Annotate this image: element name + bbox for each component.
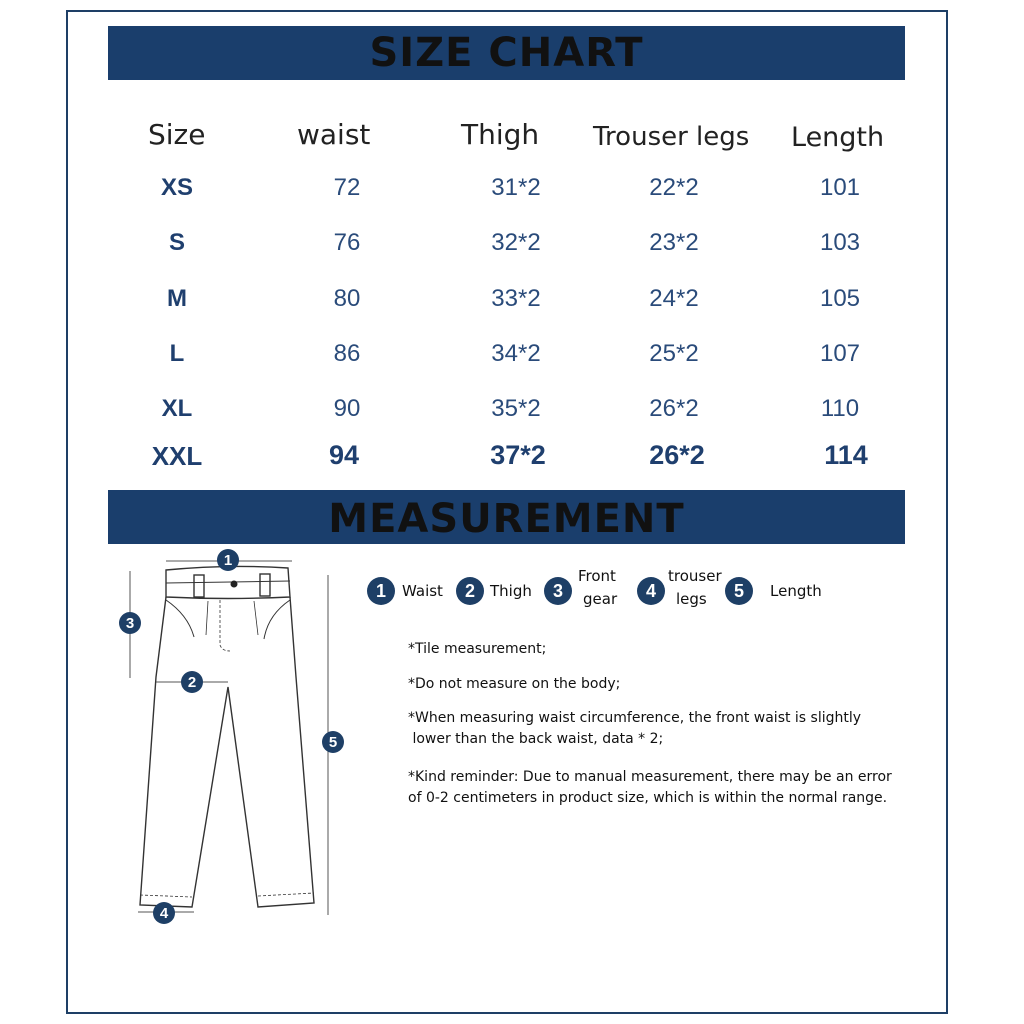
header-thigh: Thigh [461,118,540,151]
cell-thigh: 33*2 [491,285,541,312]
cell-thigh: 37*2 [490,440,546,470]
header-length: Length [791,122,885,153]
cell-length: 107 [819,340,861,367]
note-waist-measuring: *When measuring waist circumference, the… [408,710,862,747]
cell-legs: 26*2 [649,395,699,422]
legend-badge-4: 4 [637,577,665,605]
cell-size: XXL [151,441,203,471]
legend-label-trouser-legs-1: trouser [668,567,722,585]
cell-length: 110 [820,395,860,422]
outer-frame [66,10,948,1014]
cell-length: 101 [819,174,861,201]
header-size: Size [148,118,206,151]
belt-loop [259,573,271,597]
legend-label-thigh: Thigh [490,582,532,600]
cell-waist: 76 [333,229,361,256]
cell-size: XS [160,174,193,201]
cell-waist: 72 [333,174,361,201]
note-tile-measurement: *Tile measurement; [408,641,547,657]
cell-waist: 86 [333,340,361,367]
legend-badge-1: 1 [367,577,395,605]
cell-thigh: 31*2 [491,174,541,201]
legend-label-waist: Waist [402,582,443,600]
cell-legs: 26*2 [649,440,705,470]
cell-size: L [169,340,185,367]
measurement-banner: MEASUREMENT [108,490,905,544]
cell-waist: 80 [333,285,361,312]
marker-4: 4 [160,905,169,922]
cell-thigh: 34*2 [491,340,541,367]
header-waist: waist [297,118,371,151]
cell-legs: 24*2 [649,285,699,312]
cell-waist: 90 [333,395,361,422]
note-kind-reminder: *Kind reminder: Due to manual measuremen… [408,769,892,806]
waist-button [230,580,238,588]
cell-thigh: 32*2 [491,229,541,256]
legend-label-front-gear-1: Front [578,567,616,585]
pants-diagram: 1 2 3 4 5 [119,549,344,924]
marker-5: 5 [329,734,337,751]
cell-size: M [167,285,187,312]
size-chart-banner: SIZE CHART [108,26,905,80]
measurement-title: MEASUREMENT [328,496,685,542]
marker-1: 1 [224,552,232,569]
legend-badge-2: 2 [456,577,484,605]
cell-legs: 22*2 [649,174,699,201]
marker-3: 3 [126,615,134,632]
cell-legs: 23*2 [649,229,699,256]
legend-badge-5: 5 [725,577,753,605]
header-trouser-legs: Trouser legs [593,122,750,152]
cell-length: 105 [819,285,861,312]
legend-label-length: Length [770,582,822,600]
belt-loop [193,574,205,598]
cell-length: 114 [824,440,868,470]
legend-label-front-gear-2: gear [583,590,618,608]
cell-waist: 94 [328,440,360,470]
legend-badge-3: 3 [544,577,572,605]
cell-thigh: 35*2 [491,395,541,422]
cell-size: S [168,229,185,256]
legend-label-trouser-legs-2: legs [676,590,707,608]
pants-outline [139,596,315,908]
marker-2: 2 [188,674,196,691]
note-not-on-body: *Do not measure on the body; [408,676,621,692]
cell-legs: 25*2 [649,340,699,367]
cell-size: XL [161,395,193,422]
cell-length: 103 [819,229,861,256]
size-chart-title: SIZE CHART [369,30,644,76]
